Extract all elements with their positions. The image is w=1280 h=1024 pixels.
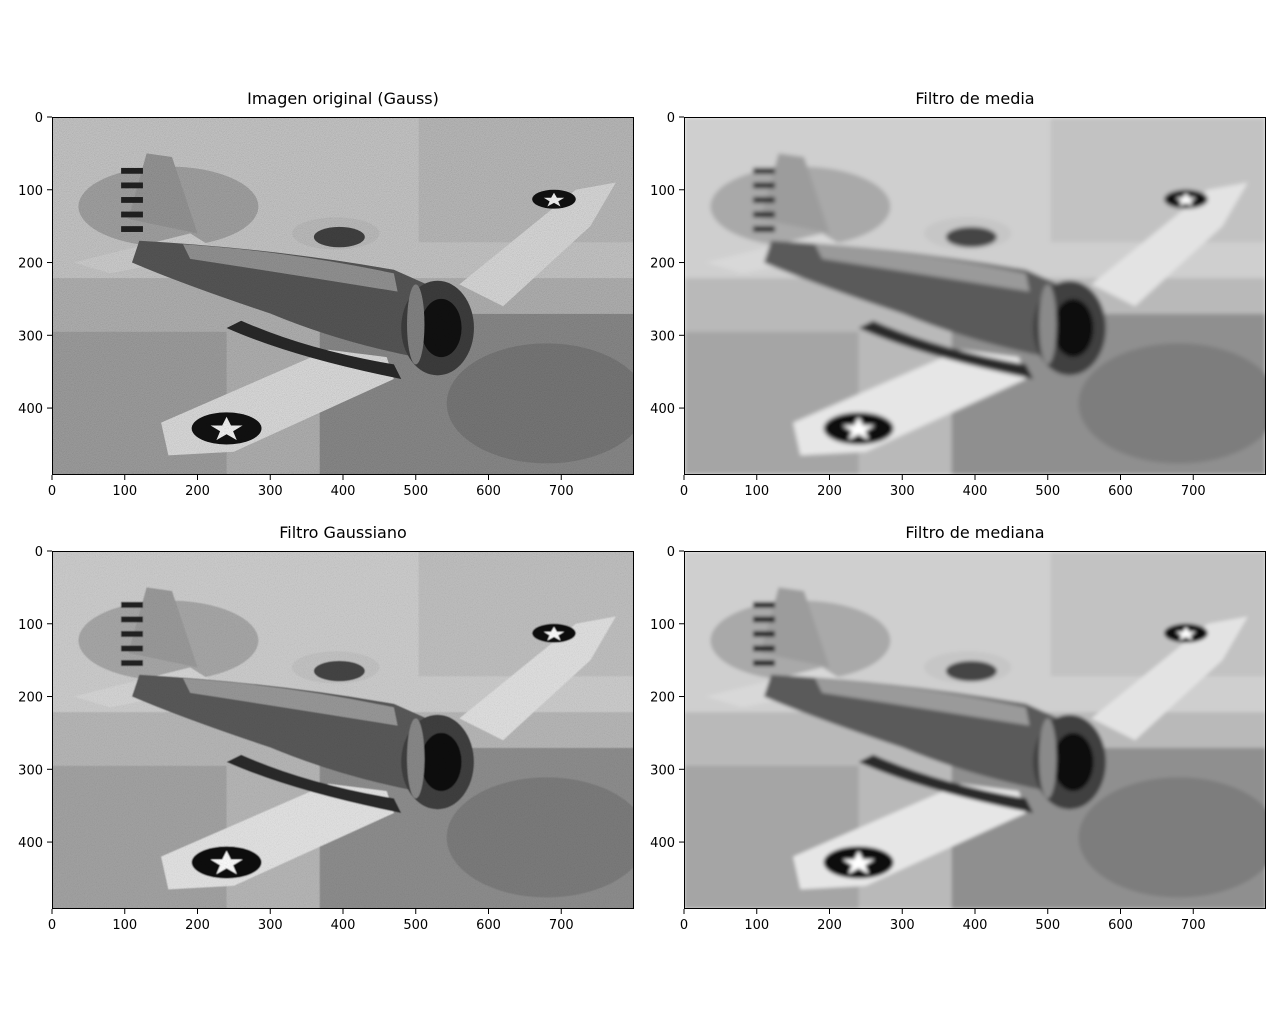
- axes-frame: [684, 117, 1266, 475]
- image-axes-mean: [684, 117, 1266, 475]
- x-tick-label: 300: [890, 918, 915, 933]
- y-tick-label: 0: [667, 545, 675, 560]
- axes-frame: [52, 117, 634, 475]
- panel-gaussian: Filtro Gaussiano: [52, 523, 634, 909]
- x-tick-label: 700: [1181, 918, 1206, 933]
- panel-title-median: Filtro de mediana: [905, 523, 1045, 542]
- photo-content: [684, 117, 1266, 475]
- image-axes-gaussian: [52, 551, 634, 909]
- x-tick-label: 100: [744, 484, 769, 499]
- x-tick-label: 400: [963, 484, 988, 499]
- photo-content: [52, 117, 634, 475]
- y-tick-label: 400: [18, 836, 43, 851]
- x-tick-label: 700: [1181, 484, 1206, 499]
- x-tick-label: 500: [403, 918, 428, 933]
- y-tick-label: 0: [35, 545, 43, 560]
- y-tick-label: 400: [650, 402, 675, 417]
- y-tick-label: 0: [35, 111, 43, 126]
- x-tick-label: 100: [112, 484, 137, 499]
- y-tick-label: 100: [650, 618, 675, 633]
- panel-title-original: Imagen original (Gauss): [247, 89, 439, 108]
- y-tick-label: 200: [650, 691, 675, 706]
- panel-original: Imagen original (Gauss): [52, 89, 634, 475]
- y-tick-label: 400: [650, 836, 675, 851]
- x-tick-label: 700: [549, 918, 574, 933]
- photo-content: [684, 551, 1266, 909]
- y-tick-label: 100: [18, 184, 43, 199]
- x-tick-label: 400: [331, 918, 356, 933]
- image-axes-original: [52, 117, 634, 475]
- x-tick-label: 0: [680, 918, 688, 933]
- image-axes-median: [684, 551, 1266, 909]
- y-tick-label: 400: [18, 402, 43, 417]
- x-tick-label: 400: [331, 484, 356, 499]
- x-tick-label: 500: [1035, 918, 1060, 933]
- panel-title-mean: Filtro de media: [915, 89, 1035, 108]
- y-tick-label: 200: [650, 257, 675, 272]
- y-tick-label: 0: [667, 111, 675, 126]
- x-tick-label: 300: [890, 484, 915, 499]
- panel-median: Filtro de mediana: [684, 523, 1266, 909]
- y-tick-label: 200: [18, 691, 43, 706]
- x-tick-label: 600: [1108, 484, 1133, 499]
- x-tick-label: 200: [185, 918, 210, 933]
- x-tick-label: 300: [258, 484, 283, 499]
- x-tick-label: 600: [1108, 918, 1133, 933]
- x-tick-label: 100: [744, 918, 769, 933]
- panel-mean: Filtro de media: [684, 89, 1266, 475]
- x-tick-label: 0: [680, 484, 688, 499]
- y-tick-label: 100: [650, 184, 675, 199]
- x-tick-label: 400: [963, 918, 988, 933]
- x-tick-label: 600: [476, 918, 501, 933]
- y-tick-label: 300: [18, 763, 43, 778]
- x-tick-label: 200: [185, 484, 210, 499]
- panel-title-gaussian: Filtro Gaussiano: [279, 523, 407, 542]
- x-tick-label: 0: [48, 484, 56, 499]
- y-tick-label: 100: [18, 618, 43, 633]
- x-tick-label: 300: [258, 918, 283, 933]
- axes-frame: [52, 551, 634, 909]
- y-tick-label: 200: [18, 257, 43, 272]
- y-tick-label: 300: [18, 329, 43, 344]
- x-tick-label: 500: [1035, 484, 1060, 499]
- axes-frame: [684, 551, 1266, 909]
- x-tick-label: 500: [403, 484, 428, 499]
- x-tick-label: 100: [112, 918, 137, 933]
- x-tick-label: 600: [476, 484, 501, 499]
- x-tick-label: 200: [817, 918, 842, 933]
- y-tick-label: 300: [650, 329, 675, 344]
- y-tick-label: 300: [650, 763, 675, 778]
- photo-content: [52, 551, 634, 909]
- x-tick-label: 700: [549, 484, 574, 499]
- x-tick-label: 0: [48, 918, 56, 933]
- x-tick-label: 200: [817, 484, 842, 499]
